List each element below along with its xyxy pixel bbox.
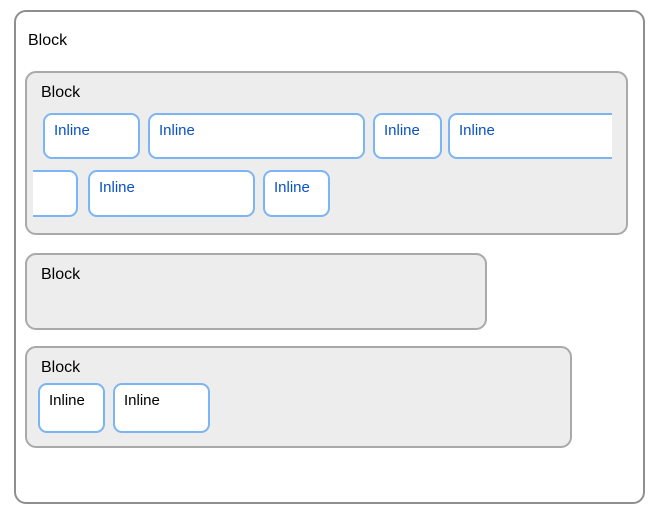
inline-box-6: Inline — [263, 170, 330, 217]
nested-block-2-label: Block — [41, 266, 81, 283]
inline-box-7: Inline — [38, 383, 105, 433]
inline-box-4-wrap-end — [33, 170, 78, 217]
inline-box-2: Inline — [148, 113, 365, 159]
nested-block-3: Block Inline Inline — [25, 346, 572, 448]
inline-box-3: Inline — [373, 113, 442, 159]
outer-block: Block Block Inline Inline Inline Inline … — [14, 10, 645, 504]
inline-box-1: Inline — [43, 113, 140, 159]
inline-box-5: Inline — [88, 170, 255, 217]
nested-block-2: Block — [25, 253, 487, 330]
nested-block-1: Block Inline Inline Inline Inline Inline… — [25, 71, 628, 235]
outer-block-label: Block — [28, 32, 68, 49]
nested-block-3-label: Block — [41, 359, 81, 376]
nested-block-1-label: Block — [41, 84, 81, 101]
inline-box-4-wrap-start: Inline — [448, 113, 612, 159]
inline-box-8: Inline — [113, 383, 210, 433]
